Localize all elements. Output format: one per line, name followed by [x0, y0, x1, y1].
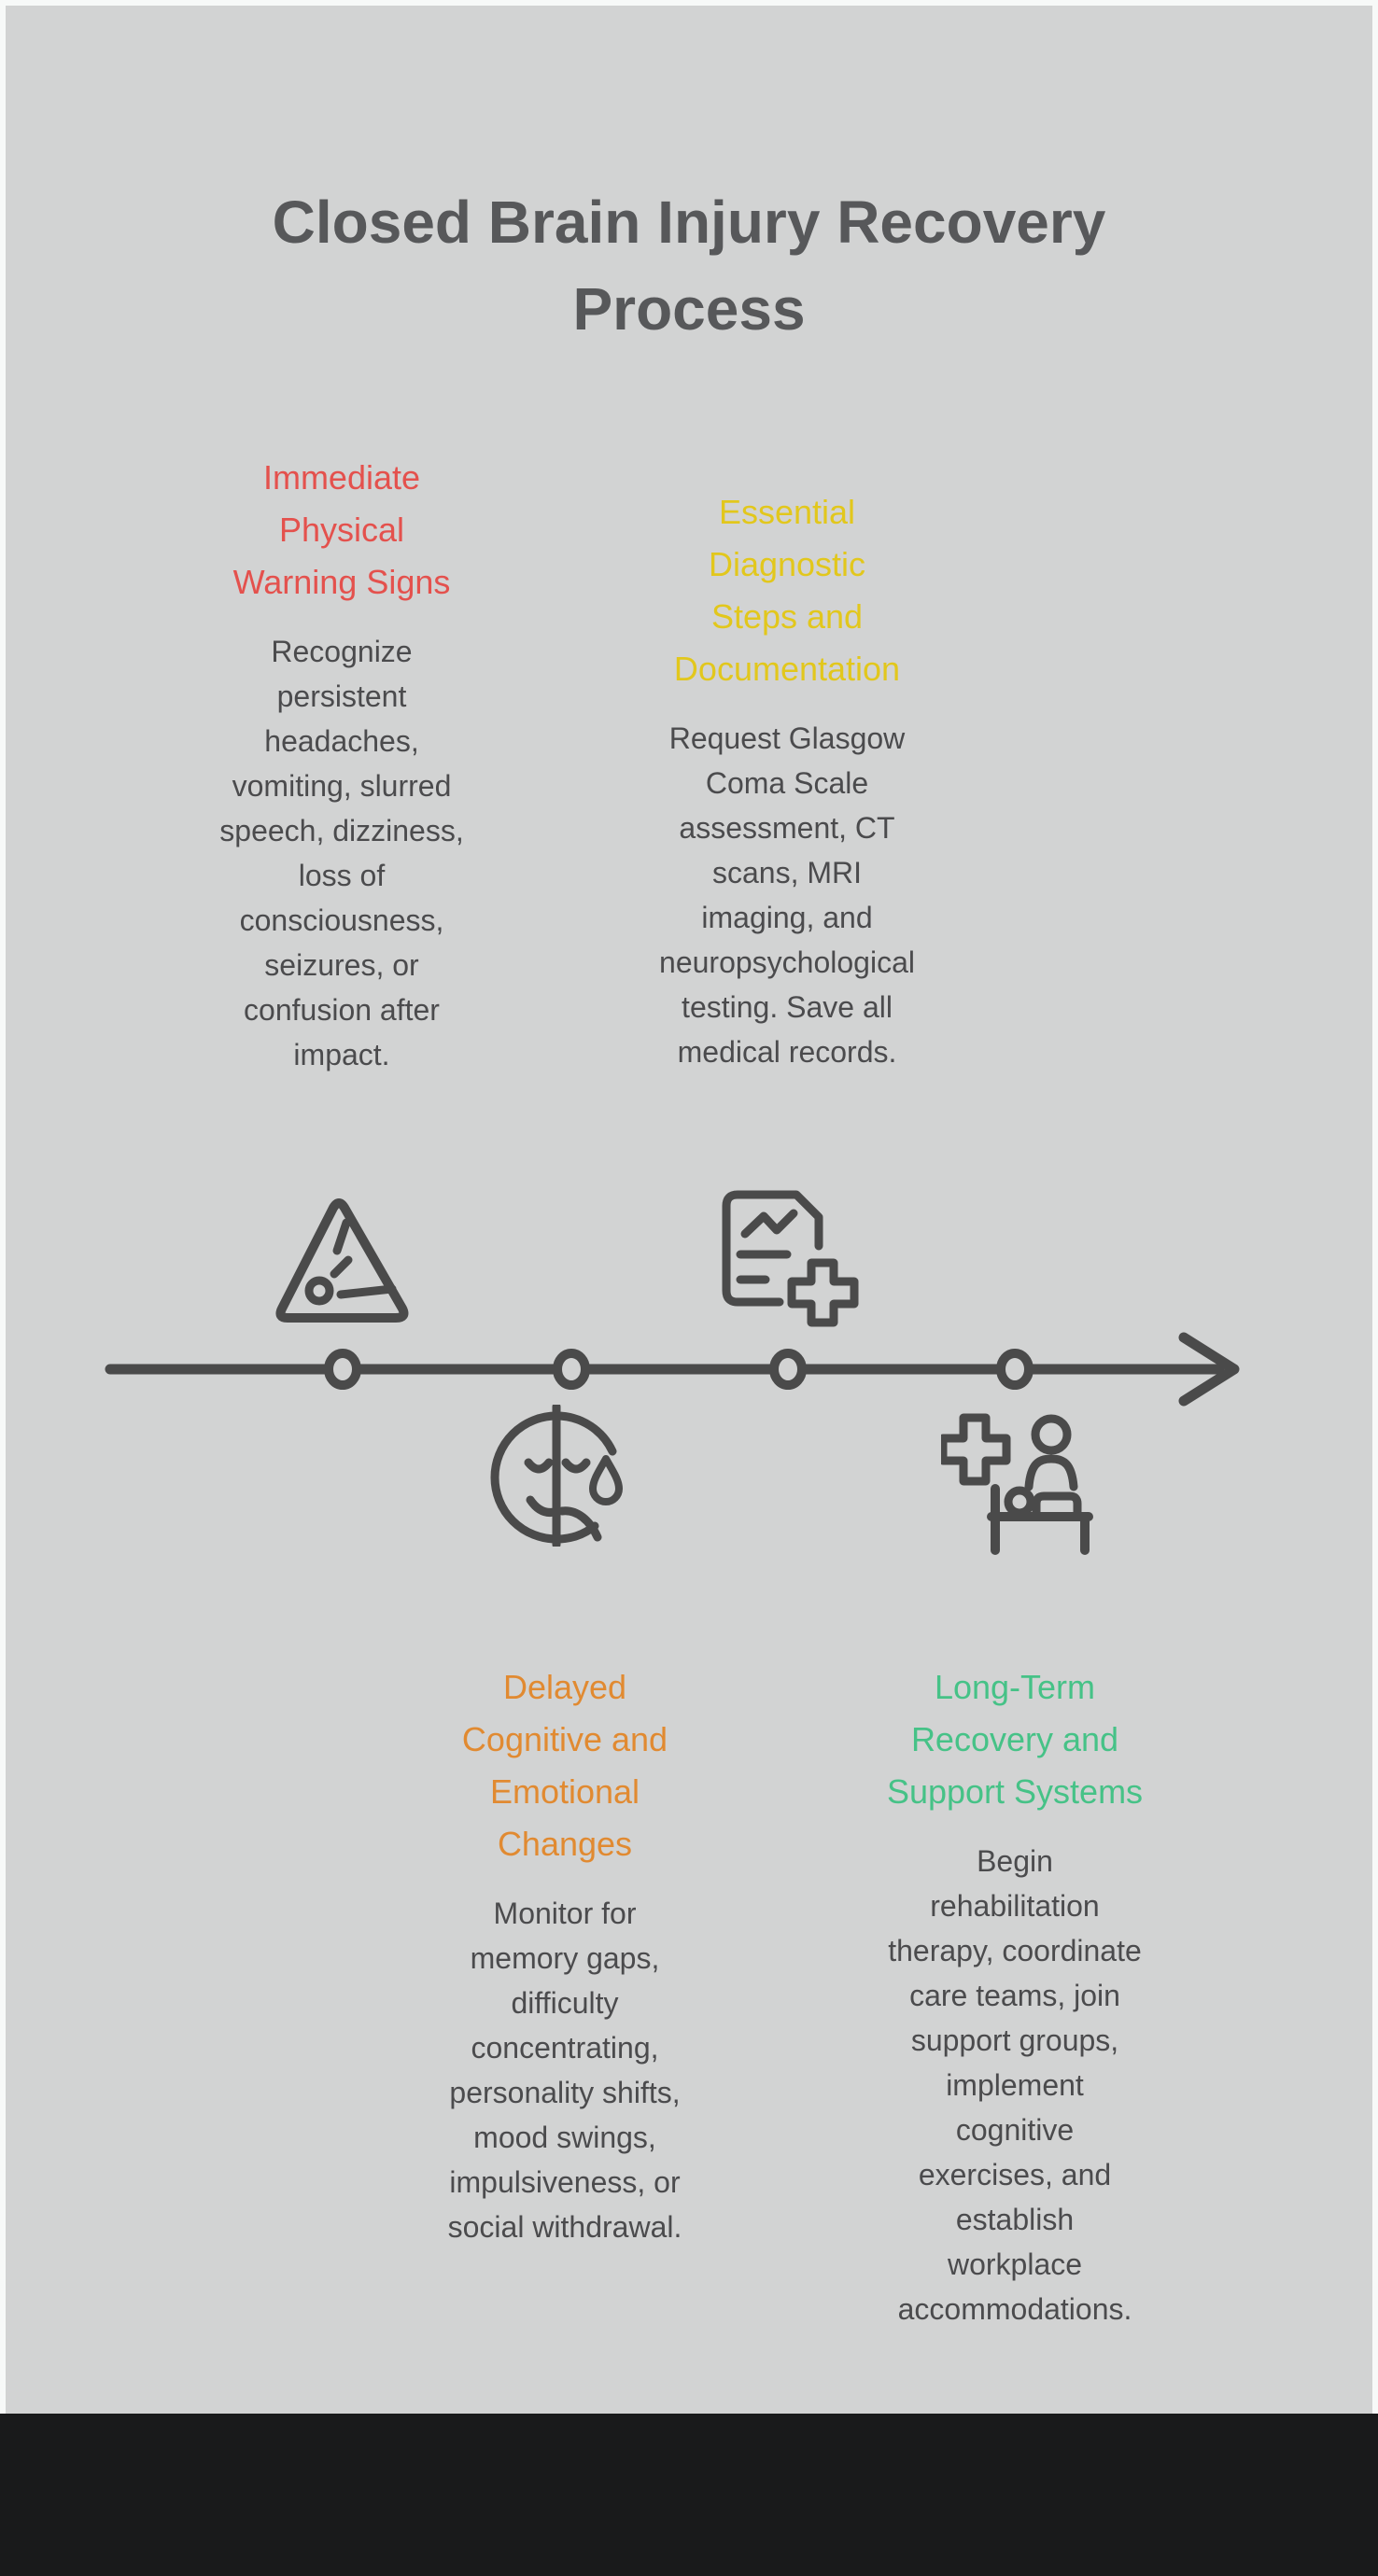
mixed-emotions-face-icon — [490, 1405, 623, 1547]
timeline-arrowhead-icon — [1178, 1332, 1240, 1407]
stage-2-description: Request Glasgow Coma Scale assessment, C… — [659, 721, 915, 1069]
timeline-node-4 — [996, 1349, 1034, 1390]
stage-3-description: Monitor for memory gaps, difficulty conc… — [447, 1897, 682, 2244]
stage-1-heading: Immediate Physical Warning Signs — [232, 458, 451, 601]
stage-2-heading: Essential Diagnostic Steps and Documenta… — [673, 493, 901, 688]
stage-3-heading: Delayed Cognitive and Emotional Changes — [461, 1668, 668, 1863]
stage-4-heading: Long-Term Recovery and Support Systems — [886, 1668, 1144, 1811]
warning-triangle-icon — [275, 1198, 409, 1323]
page-title: Closed Brain Injury Recovery Process — [272, 189, 1106, 343]
stage-3-delayed-cognitive-emotional-changes: Delayed Cognitive and Emotional Changes … — [397, 1661, 733, 2249]
stage-1-immediate-physical-warning-signs: Immediate Physical Warning Signs Recogni… — [183, 452, 500, 1077]
timeline-arrow — [105, 1332, 1240, 1407]
stage-2-essential-diagnostic-steps: Essential Diagnostic Steps and Documenta… — [619, 486, 955, 1074]
infographic-panel: Closed Brain Injury Recovery Process Imm… — [6, 6, 1372, 2414]
footer-bar — [0, 2414, 1378, 2576]
stage-4-long-term-recovery-support: Long-Term Recovery and Support Systems B… — [837, 1661, 1192, 2331]
stage-1-description: Recognize persistent headaches, vomiting… — [219, 635, 464, 1071]
stage-4-description: Begin rehabilitation therapy, coordinate… — [888, 1844, 1142, 2326]
rehabilitation-bed-icon — [941, 1413, 1093, 1555]
medical-report-icon — [722, 1190, 859, 1327]
timeline-node-3 — [769, 1349, 807, 1390]
timeline-node-2 — [553, 1349, 590, 1390]
timeline-node-1 — [324, 1349, 361, 1390]
